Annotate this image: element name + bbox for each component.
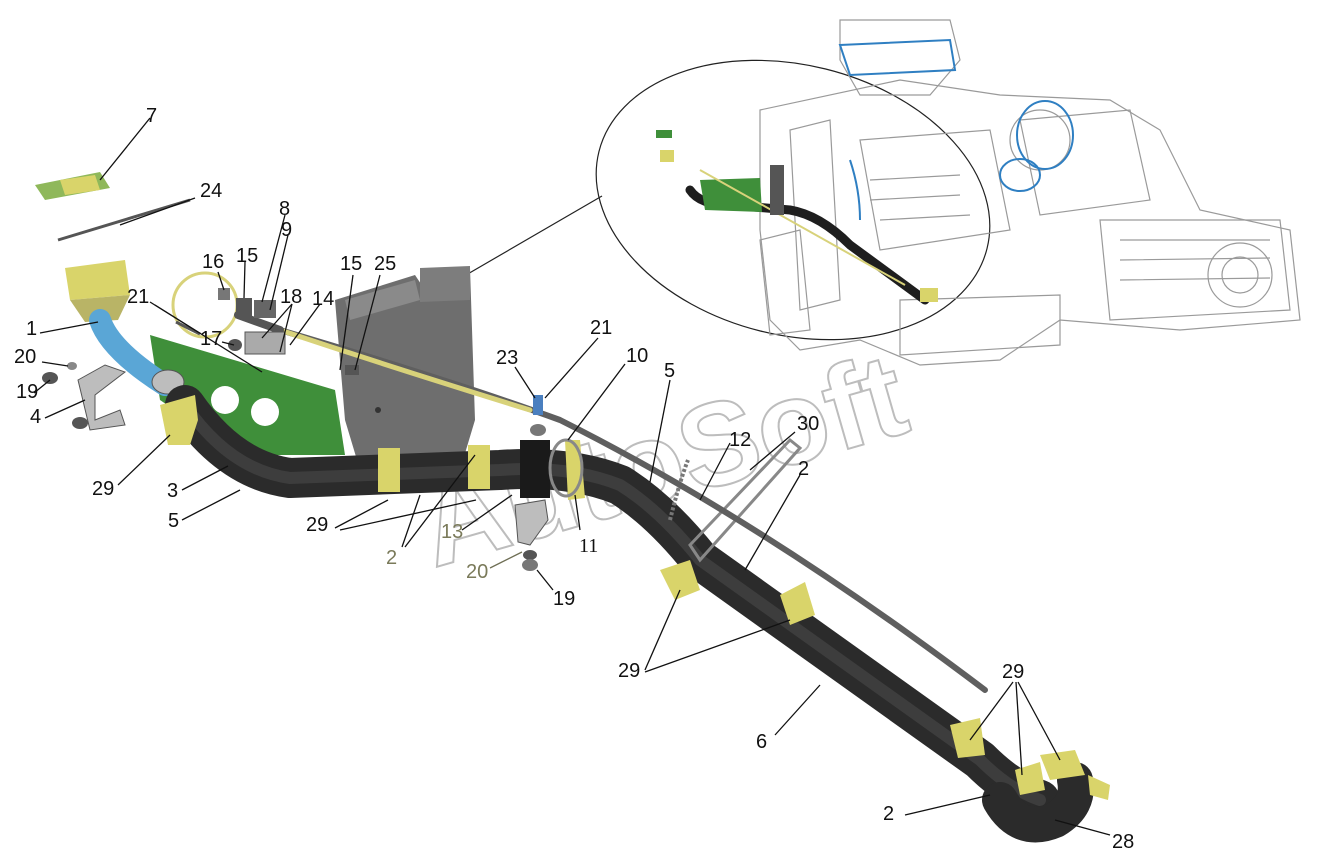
clamp-bracket [77,364,127,431]
callout-6: 6 [756,731,767,753]
fitting-8 [254,300,276,318]
fitting-25 [345,365,359,375]
dipstick-tube [277,327,988,693]
callout-19: 19 [553,588,575,610]
callout-15: 15 [340,253,362,275]
elbow-fitting [982,762,1094,843]
filler-neck [65,260,185,396]
callout-4: 4 [30,406,41,428]
callout-1: 1 [26,318,37,340]
filler-cap [35,172,110,200]
clamp-9 [1040,750,1085,780]
clamp-8 [1015,762,1045,795]
inset-ellipse [595,59,991,341]
clamp-5 [660,560,700,600]
leader-lines [33,117,1111,836]
callout-12: 12 [729,429,751,451]
dipstick-tube-yellow [277,327,533,413]
callout-16: 16 [202,251,224,273]
callout-21: 21 [127,286,149,308]
callout-24: 24 [200,180,222,202]
main-oil-pipe [165,385,1060,820]
engine-inset [465,19,1301,366]
callout-2: 2 [386,547,397,569]
engine-accents [838,38,1074,221]
callout-29: 29 [618,660,640,682]
inset-filler-pipe [656,130,938,305]
dipstick-handle [234,311,284,334]
small-bracket [514,499,549,546]
callout-30: 30 [797,413,819,435]
band-clamp [520,440,550,498]
pipe-highlight [179,399,1046,806]
callout-21: 21 [590,317,612,339]
inset-leader [465,195,603,276]
callout-7: 7 [146,105,157,127]
callout-14: 14 [312,288,334,310]
callout-5: 5 [168,510,179,532]
nut-19a [42,372,58,384]
engine-outline [759,19,1301,366]
fitting-18 [244,331,286,355]
callout-15: 15 [236,245,258,267]
fitting-17 [228,339,242,351]
callout-17: 17 [200,328,222,350]
callout-25: 25 [374,253,396,275]
band-clamp-ring [548,438,584,498]
washer-20b [523,550,537,560]
fitting-21b [533,395,543,415]
callout-3: 3 [167,480,178,502]
callout-29: 29 [306,514,328,536]
fitting-16 [218,288,230,300]
clamp-2 [378,448,400,492]
nut-4 [72,417,88,429]
callout-20: 20 [14,346,36,368]
clamp-6 [780,582,815,625]
callout-10: 10 [626,345,648,367]
callout-9: 9 [281,219,292,241]
callout-18: 18 [280,286,302,308]
fitting-23 [530,424,546,436]
callout-2: 2 [798,458,809,480]
fitting-15 [236,298,252,316]
main-assembly [35,172,1110,843]
callout-29: 29 [92,478,114,500]
clamp-7 [950,718,985,758]
nut-19b [522,559,538,571]
callout-2: 2 [883,803,894,825]
washer-20a [67,362,77,370]
callout-5: 5 [664,360,675,382]
callout-29: 29 [1002,661,1024,683]
bolt-21a [175,320,201,336]
callout-28: 28 [1112,831,1134,853]
pipe-clamps [160,395,1085,795]
callout-11: 11 [579,535,598,557]
callout-13: 13 [441,521,463,543]
elbow-tab [1088,775,1110,800]
clamp-3 [468,445,490,489]
fasteners [175,288,546,436]
strap [688,437,803,563]
callout-19: 19 [16,381,38,403]
clamp-1 [160,395,198,445]
callout-labels: 7 24 16 15 8 9 18 14 15 25 21 17 1 20 19… [14,105,1134,853]
callout-20: 20 [466,561,488,583]
callout-23: 23 [496,347,518,369]
dipstick-rod [57,198,191,242]
callout-8: 8 [279,198,290,220]
